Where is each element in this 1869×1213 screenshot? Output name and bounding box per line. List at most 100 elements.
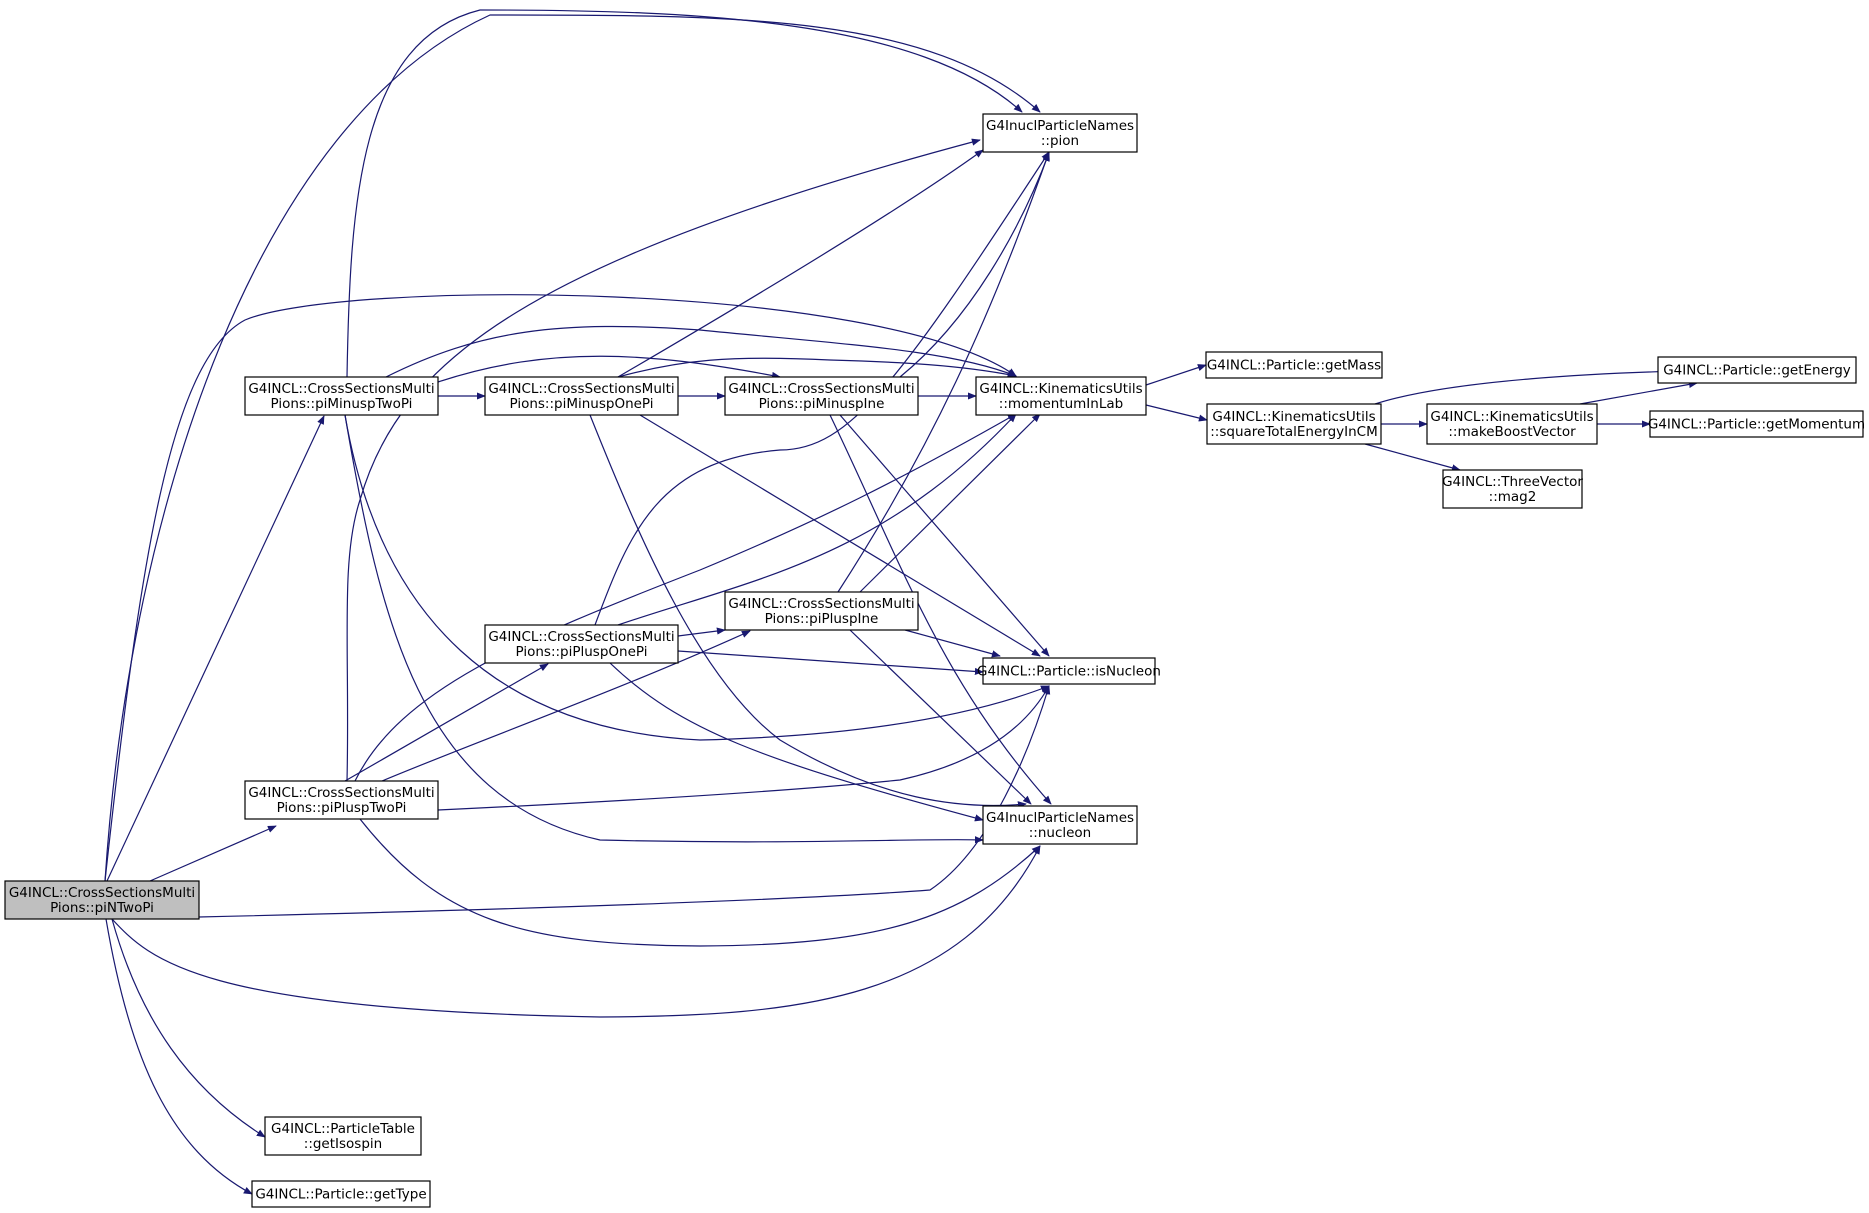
edge-piPluspOnePi-to-isNucleon <box>677 650 984 676</box>
edge-piPluspIne-to-isNucleon <box>904 629 1001 658</box>
node-makeBoostVector[interactable]: G4INCL::KinematicsUtils::makeBoostVector <box>1426 403 1598 445</box>
node-label: ::getIsospin <box>304 1136 382 1152</box>
edges <box>104 9 1728 1195</box>
node-box <box>1206 403 1382 445</box>
node-label: G4INCL::KinematicsUtils <box>1212 409 1375 425</box>
edge-piPluspTwoPi-to-isNucleon <box>437 685 1050 811</box>
node-getIsospin[interactable]: G4INCL::ParticleTable::getIsospin <box>264 1116 422 1156</box>
edge-piMinuspTwoPi-to-pion <box>346 9 1023 378</box>
node-label: Pions::piPluspTwoPi <box>277 800 407 816</box>
node-getType[interactable]: G4INCL::Particle::getType <box>251 1180 431 1208</box>
node-label: G4INCL::ThreeVector <box>1442 474 1583 490</box>
node-label: ::squareTotalEnergyInCM <box>1210 424 1378 440</box>
edge-piPluspOnePi-to-pion <box>594 151 1050 626</box>
edge-piNTwoPi-to-getType <box>105 918 253 1195</box>
node-label: G4INCL::CrossSectionsMulti <box>248 785 434 801</box>
node-label: ::mag2 <box>1489 489 1537 505</box>
edge-momentumInLab-to-squareTotalEnergyInCM <box>1145 404 1208 422</box>
node-getEnergy[interactable]: G4INCL::Particle::getEnergy <box>1657 356 1857 384</box>
node-box <box>264 1116 422 1156</box>
node-label: Pions::piPluspOnePi <box>516 644 648 660</box>
node-momentumInLab[interactable]: G4INCL::KinematicsUtils::momentumInLab <box>975 376 1147 416</box>
edge-piPluspIne-to-momentumInLab <box>859 413 1041 593</box>
edge-piNTwoPi-to-piPluspTwoPi <box>149 825 277 882</box>
node-getMass[interactable]: G4INCL::Particle::getMass <box>1205 351 1383 379</box>
edge-piPluspTwoPi-to-piPluspIne <box>381 630 751 782</box>
node-label: Pions::piMinuspTwoPi <box>271 396 413 412</box>
node-label: G4INCL::CrossSectionsMulti <box>728 381 914 397</box>
node-box <box>982 805 1138 845</box>
node-label: G4INCL::KinematicsUtils <box>979 381 1142 397</box>
edge-piMinuspOnePi-to-pion <box>617 149 984 378</box>
edge-piMinuspOnePi-to-nucleon <box>589 414 1027 809</box>
node-box <box>1426 403 1598 445</box>
node-piMinuspTwoPi[interactable]: G4INCL::CrossSectionsMultiPions::piMinus… <box>244 376 439 416</box>
edge-piNTwoPi-to-nucleon <box>111 845 1041 1018</box>
node-box <box>244 376 439 416</box>
node-box <box>975 376 1147 416</box>
node-label: G4INCL::Particle::getEnergy <box>1663 363 1851 379</box>
edge-piMinuspOnePi-to-isNucleon <box>639 414 1041 657</box>
edge-piNTwoPi-to-momentumInLab <box>104 294 1017 882</box>
node-box <box>484 376 679 416</box>
edge-piMinuspIne-to-pion <box>899 152 1050 378</box>
node-pion[interactable]: G4InuclParticleNames::pion <box>982 113 1138 153</box>
node-label: G4InuclParticleNames <box>986 118 1134 134</box>
node-label: Pions::piMinuspOnePi <box>509 396 653 412</box>
node-label: G4INCL::CrossSectionsMulti <box>248 381 434 397</box>
edge-piPluspTwoPi-to-piPluspOnePi <box>344 663 549 782</box>
edge-piNTwoPi-to-getIsospin <box>111 918 266 1138</box>
node-isNucleon[interactable]: G4INCL::Particle::isNucleon <box>977 657 1161 685</box>
node-label: G4INCL::ParticleTable <box>271 1121 415 1137</box>
node-getMomentum[interactable]: G4INCL::Particle::getMomentum <box>1648 410 1865 438</box>
node-piMinuspIne[interactable]: G4INCL::CrossSectionsMultiPions::piMinus… <box>724 376 919 416</box>
node-box <box>724 591 919 631</box>
edge-piMinuspIne-to-nucleon <box>829 414 1052 805</box>
node-nucleon[interactable]: G4InuclParticleNames::nucleon <box>982 805 1138 845</box>
node-piNTwoPi[interactable]: G4INCL::CrossSectionsMultiPions::piNTwoP… <box>4 880 200 920</box>
node-label: G4INCL::CrossSectionsMulti <box>488 381 674 397</box>
node-label: G4INCL::CrossSectionsMulti <box>488 629 674 645</box>
node-piPluspTwoPi[interactable]: G4INCL::CrossSectionsMultiPions::piPlusp… <box>244 780 439 820</box>
node-piPluspOnePi[interactable]: G4INCL::CrossSectionsMultiPions::piPlusp… <box>484 624 679 664</box>
node-box <box>1649 410 1864 438</box>
edge-piNTwoPi-to-pion <box>104 14 1041 882</box>
edge-piNTwoPi-to-piMinuspTwoPi <box>106 415 325 882</box>
node-label: G4INCL::KinematicsUtils <box>1430 409 1593 425</box>
edge-piMinuspTwoPi-to-isNucleon <box>344 414 1050 741</box>
edge-piPluspOnePi-to-momentumInLab <box>617 413 1017 626</box>
node-piPluspIne[interactable]: G4INCL::CrossSectionsMultiPions::piPlusp… <box>724 591 919 631</box>
node-box <box>982 113 1138 153</box>
node-box <box>4 880 200 920</box>
edge-momentumInLab-to-getMass <box>1145 364 1207 386</box>
node-label: G4InuclParticleNames <box>986 810 1134 826</box>
node-piMinuspOnePi[interactable]: G4INCL::CrossSectionsMultiPions::piMinus… <box>484 376 679 416</box>
edge-squareTotalEnergyInCM-to-mag2 <box>1364 443 1461 472</box>
node-label: G4INCL::Particle::getType <box>255 1187 426 1203</box>
node-label: ::pion <box>1041 133 1079 149</box>
node-mag2[interactable]: G4INCL::ThreeVector::mag2 <box>1442 469 1583 509</box>
edge-piMinuspOnePi-to-momentumInLab <box>617 357 1017 378</box>
edge-piNTwoPi-to-isNucleon <box>198 685 1051 918</box>
edge-piMinuspTwoPi-to-piMinuspIne <box>437 355 781 383</box>
node-box <box>251 1180 431 1208</box>
node-label: ::momentumInLab <box>999 396 1123 412</box>
node-label: ::makeBoostVector <box>1448 424 1576 440</box>
edge-piPluspIne-to-nucleon <box>849 629 1032 805</box>
node-label: ::nucleon <box>1029 825 1092 841</box>
node-label: Pions::piPluspIne <box>765 611 879 627</box>
edge-makeBoostVector-to-getEnergy <box>1579 380 1698 405</box>
node-label: G4INCL::CrossSectionsMulti <box>9 885 195 901</box>
edge-piPluspOnePi-to-piPluspIne <box>677 627 726 637</box>
node-squareTotalEnergyInCM[interactable]: G4INCL::KinematicsUtils::squareTotalEner… <box>1206 403 1382 445</box>
node-box <box>724 376 919 416</box>
edge-piPluspTwoPi-to-pion <box>346 138 981 782</box>
node-box <box>484 624 679 664</box>
edge-piPluspIne-to-pion <box>837 151 1050 593</box>
edge-piPluspTwoPi-to-nucleon <box>359 818 1041 947</box>
node-box <box>244 780 439 820</box>
nodes: G4INCL::CrossSectionsMultiPions::piNTwoP… <box>4 113 1865 1208</box>
node-box <box>1205 351 1383 379</box>
node-label: G4INCL::Particle::getMomentum <box>1648 417 1865 433</box>
node-label: Pions::piMinuspIne <box>759 396 885 412</box>
